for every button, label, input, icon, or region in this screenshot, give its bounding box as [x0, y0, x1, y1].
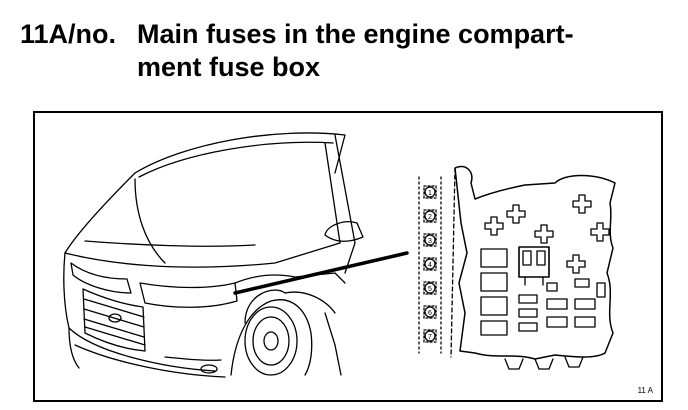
- fuse-box-illustration: 1 2 3 4 5 6 7: [63, 132, 616, 378]
- car-illustration: [63, 132, 409, 378]
- section-number: 11A/no.: [20, 19, 117, 49]
- fuse-number-label: 1: [428, 190, 432, 197]
- fuse-marker-3: [423, 233, 437, 247]
- fuse-marker-2: [423, 209, 437, 223]
- page-title: 11A/no. Main fuses in the engine compart-…: [20, 18, 574, 84]
- fuse-marker-4: [423, 257, 437, 271]
- fuse-number-label: 2: [428, 214, 432, 221]
- title-line-1: Main fuses in the engine compart-: [137, 19, 574, 49]
- fuse-marker-7: [423, 329, 437, 343]
- fuse-number-label: 5: [428, 286, 432, 293]
- fuse-number-markers: [418, 176, 442, 354]
- figure-reference: 11 A: [637, 386, 653, 395]
- fuse-number-label: 7: [428, 334, 432, 341]
- fuse-number-label: 3: [428, 238, 432, 245]
- fuse-marker-6: [423, 305, 437, 319]
- fuse-marker-1: [423, 185, 437, 199]
- fuse-box-outline: [450, 165, 616, 370]
- fuse-number-label: 6: [428, 310, 432, 317]
- fuse-number-label: 4: [428, 262, 432, 269]
- figure-frame: 1 2 3 4 5 6 7 11 A: [33, 111, 663, 402]
- fuse-marker-5: [423, 281, 437, 295]
- title-line-2: ment fuse box: [137, 52, 321, 82]
